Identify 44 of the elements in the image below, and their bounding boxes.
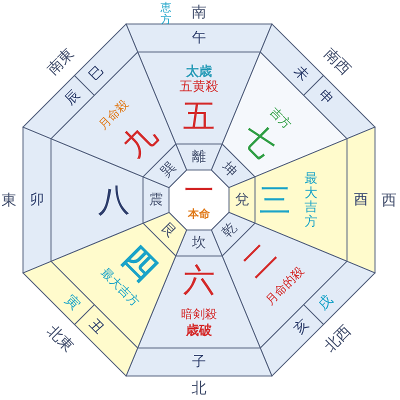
direction-label: 東 (2, 191, 16, 209)
trigram-label: 坎 (192, 235, 206, 251)
zodiac-label: 午 (192, 30, 206, 46)
note-label: 本命 (188, 208, 210, 220)
zodiac-label: 丑 (86, 316, 108, 338)
zodiac-label: 未 (290, 62, 312, 84)
zodiac-label: 寅 (62, 292, 83, 314)
zodiac-segment (346, 126, 376, 274)
zodiac-label: 亥 (290, 316, 312, 338)
numeral: 六 (183, 261, 215, 299)
zodiac-label: 申 (315, 86, 336, 108)
direction-label: 南 (192, 3, 206, 21)
zodiac-label: 巳 (86, 62, 108, 84)
direction-label: 北東 (43, 322, 78, 356)
note-label: 五黄殺 (180, 80, 218, 94)
trigram-label: 巽 (158, 159, 180, 180)
zodiac-label: 辰 (62, 86, 83, 108)
direction-label: 南西 (320, 44, 355, 78)
zodiac-segment (22, 126, 52, 274)
direction-label: 南東 (43, 44, 78, 78)
trigram-label: 震 (149, 192, 163, 208)
numeral: 八 (98, 181, 130, 219)
direction-label: 北 (192, 379, 206, 397)
note-label: 歳破 (186, 324, 212, 338)
zodiac-segment (125, 348, 273, 376)
zodiac-label: 卯 (30, 192, 44, 208)
zodiac-segment (125, 24, 273, 52)
direction-label: 北西 (320, 322, 355, 356)
zodiac-label: 戌 (315, 292, 336, 314)
trigram-label: 艮 (158, 220, 180, 241)
note-label: 暗剣殺 (181, 307, 217, 321)
direction-label: 西 (382, 191, 396, 209)
note-label: 月命殺 (96, 96, 132, 132)
zodiac-label: 酉 (354, 192, 368, 208)
numeral: 一 (184, 174, 214, 208)
trigram-label: 兌 (235, 192, 249, 208)
note-label: 最大吉方 (304, 171, 318, 229)
numeral: 五 (183, 97, 215, 135)
trigram-label: 離 (192, 149, 206, 165)
numeral: 三 (259, 181, 291, 219)
annotation-label: 恵方 (160, 0, 172, 26)
trigram-label: 坤 (218, 159, 240, 180)
zodiac-label: 子 (192, 354, 206, 370)
note-label: 太歳 (186, 64, 212, 80)
